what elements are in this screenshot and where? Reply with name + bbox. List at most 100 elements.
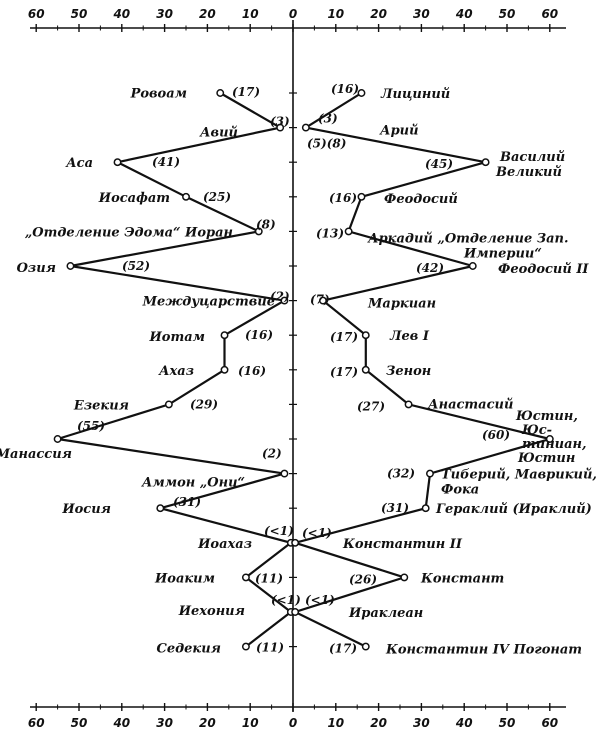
reign-years: (3) — [318, 112, 338, 126]
reign-name: Иехония — [178, 604, 245, 619]
arius-extra-years: (5)(8) — [307, 137, 346, 151]
reign-years: (17) — [232, 85, 260, 99]
reign-years: (<1) — [305, 593, 335, 607]
reign-years: (16) — [245, 328, 273, 342]
reign-years: (11) — [255, 571, 283, 585]
reign-years: (26) — [349, 572, 377, 586]
reign-years: (3) — [270, 115, 290, 129]
left-point — [280, 469, 289, 478]
right-point — [357, 192, 366, 201]
right-point — [421, 504, 430, 513]
bottom-tick-label: 10 — [327, 716, 344, 730]
reign-name: Ахаз — [158, 364, 194, 379]
bottom-tick-label: 30 — [413, 716, 430, 730]
right-point — [404, 400, 413, 409]
reign-years: (<1) — [264, 524, 294, 538]
arius-dashed-link — [305, 92, 362, 129]
reign-name: Ровоам — [130, 87, 187, 102]
bottom-tick-label: 0 — [289, 716, 297, 730]
reign-name: Константин II — [342, 537, 463, 552]
right-point — [361, 642, 370, 651]
reign-name: Междуцарствие — [142, 295, 275, 310]
bottom-tick-label: 20 — [370, 716, 387, 730]
reign-name: Феодосий — [384, 192, 458, 207]
top-tick-label: 10 — [242, 7, 259, 21]
right-point — [357, 89, 366, 97]
reign-years: (17) — [330, 365, 358, 379]
left-point — [276, 123, 285, 132]
reign-name: Константин IV Погонат — [385, 643, 582, 658]
name-arcadius-line1: Аркадий „Отделение Зап. — [367, 231, 569, 246]
right-point — [344, 227, 353, 236]
left-point — [113, 158, 122, 167]
left-point — [241, 642, 250, 651]
name-justin-line3: тиниан, — [522, 437, 587, 452]
reign-years: (2) — [262, 447, 282, 461]
reign-name: Анастасий — [427, 397, 513, 412]
reign-name: Иотам — [149, 330, 206, 345]
top-tick-label: 20 — [199, 7, 216, 21]
reign-points — [53, 89, 554, 651]
right-point — [291, 538, 300, 547]
name-vasily-line2: Великий — [495, 165, 562, 180]
left-point — [182, 192, 190, 201]
right-point — [400, 573, 409, 582]
reign-years: (17) — [329, 642, 357, 656]
top-tick-label: 0 — [289, 7, 297, 21]
top-tick-label: 60 — [28, 7, 45, 21]
reign-years: (32) — [387, 467, 415, 481]
reign-years: (11) — [256, 641, 284, 655]
right-point — [468, 262, 477, 270]
reign-name: Авий — [199, 126, 238, 141]
name-arcadius-line2: Империи“ — [463, 246, 542, 261]
reign-name: Констант — [420, 571, 504, 586]
top-tick-label: 10 — [327, 7, 344, 21]
reign-years: (60) — [482, 428, 510, 442]
reign-name: Маркиан — [367, 297, 436, 312]
name-tiberius-line2: Фока — [441, 483, 479, 498]
reign-years: (45) — [425, 157, 453, 171]
reign-labels: Ровоам(17)Авий(3)Аса(41)Иосафат(25)„Отде… — [0, 82, 597, 658]
bottom-tick-label: 40 — [112, 716, 130, 730]
reign-years: (41) — [152, 155, 180, 169]
right-point — [426, 469, 434, 478]
reign-name: Иоаким — [154, 571, 215, 586]
reign-years: (17) — [330, 330, 358, 344]
left-point — [241, 573, 250, 582]
top-tick-label: 50 — [71, 7, 88, 21]
reign-years: (55) — [77, 419, 105, 433]
reign-years: (42) — [416, 261, 444, 275]
right-point — [291, 608, 300, 616]
left-point — [220, 365, 229, 374]
reign-name: Аммон „Они“ — [141, 476, 245, 491]
name-tiberius-line1: Тиберий, Маврикий, — [441, 468, 597, 483]
bottom-tick-label: 20 — [199, 716, 216, 730]
right-point — [361, 331, 370, 340]
reign-years: (7) — [310, 293, 330, 307]
name-justin-line2: Юс- — [521, 423, 552, 438]
right-point — [481, 158, 490, 167]
left-point — [220, 331, 229, 340]
right-point — [545, 435, 554, 443]
top-tick-label: 40 — [112, 7, 130, 21]
reign-years: (16) — [331, 82, 359, 96]
reign-years: (31) — [381, 501, 409, 515]
bottom-tick-label: 30 — [156, 716, 173, 730]
top-tick-label: 30 — [156, 7, 173, 21]
reign-name: Зенон — [386, 364, 431, 379]
reign-name: Феодосий II — [498, 262, 589, 277]
reign-years: (29) — [190, 397, 218, 411]
reign-name: „Отделение Эдома“ Иоран — [25, 225, 233, 240]
reign-years: (<1) — [302, 526, 332, 540]
arius-dashed-link — [305, 126, 486, 163]
left-point — [280, 296, 289, 305]
reign-years: (16) — [238, 364, 266, 378]
top-tick-label: 60 — [541, 7, 558, 21]
bottom-tick-label: 60 — [541, 716, 558, 730]
top-tick-label: 50 — [499, 7, 516, 21]
reign-name: Ираклеан — [348, 606, 423, 621]
name-justin-line1: Юстин, — [515, 409, 578, 424]
reign-years: (27) — [357, 399, 385, 413]
